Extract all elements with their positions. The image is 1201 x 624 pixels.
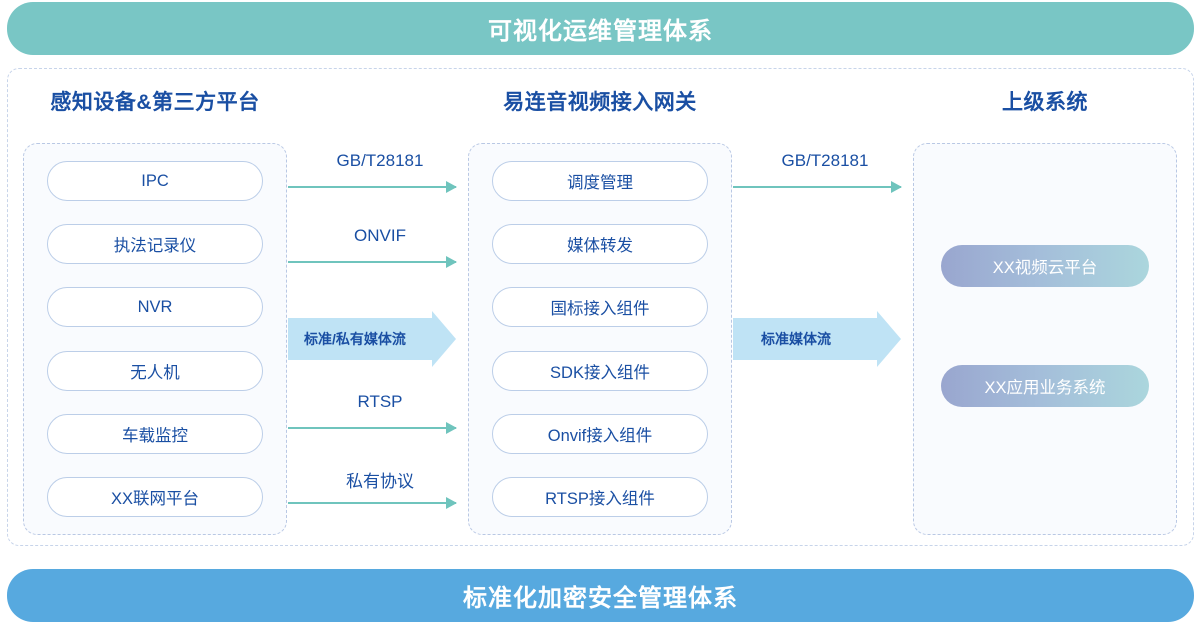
pill-list-middle: 调度管理 媒体转发 国标接入组件 SDK接入组件 Onvif接入组件 RTSP接… (468, 143, 732, 535)
column-access-gateway: 易连音视频接入网关 调度管理 媒体转发 国标接入组件 SDK接入组件 Onvif… (468, 68, 732, 546)
pill-list-left: IPC 执法记录仪 NVR 无人机 车载监控 XX联网平台 (23, 143, 287, 535)
connector-arrow-private-protocol (288, 497, 457, 509)
connector-label-onvif: ONVIF (354, 226, 406, 245)
list-item[interactable]: 媒体转发 (492, 224, 708, 265)
connector-block-arrow-media-stream-left: 标准/私有媒体流 (288, 311, 456, 367)
list-item[interactable]: XX联网平台 (47, 476, 263, 517)
column-title-left: 感知设备&第三方平台 (50, 91, 260, 114)
list-item[interactable]: 执法记录仪 (47, 224, 263, 265)
list-item[interactable]: RTSP接入组件 (492, 476, 708, 517)
list-item[interactable]: Onvif接入组件 (492, 413, 708, 454)
connector-arrow-onvif (288, 256, 457, 268)
list-item[interactable]: IPC (47, 161, 263, 201)
connector-block-label-media-stream-left: 标准/私有媒体流 (304, 331, 406, 347)
column-upper-system: 上级系统 XX视频云平台 XX应用业务系统 (913, 68, 1177, 546)
arrow-head-icon (432, 311, 456, 367)
list-item[interactable]: XX应用业务系统 (941, 365, 1149, 407)
connector-arrow-rtsp (288, 422, 457, 434)
list-item[interactable]: XX视频云平台 (941, 245, 1149, 287)
connector-label-gbt28181-right: GB/T28181 (781, 151, 869, 170)
column-sensing-devices: 感知设备&第三方平台 IPC 执法记录仪 NVR 无人机 车载监控 XX联网平台 (23, 68, 287, 546)
list-item[interactable]: 国标接入组件 (492, 287, 708, 328)
list-item[interactable]: NVR (47, 287, 263, 328)
group-box-left (23, 143, 287, 535)
group-box-right (913, 143, 1177, 535)
connector-label-gbt28181-left: GB/T28181 (336, 151, 424, 170)
connector-label-private-protocol: 私有协议 (346, 472, 414, 491)
connector-block-label-media-stream-right: 标准媒体流 (761, 331, 831, 347)
column-title-right: 上级系统 (1002, 91, 1088, 114)
pill-list-right: XX视频云平台 XX应用业务系统 (913, 143, 1177, 535)
list-item[interactable]: SDK接入组件 (492, 350, 708, 391)
connector-block-arrow-media-stream-right: 标准媒体流 (733, 311, 901, 367)
top-banner: 可视化运维管理体系 (7, 2, 1194, 55)
list-item[interactable]: 调度管理 (492, 161, 708, 201)
column-title-middle: 易连音视频接入网关 (503, 91, 697, 114)
connector-arrow-gbt28181-right (733, 181, 902, 193)
group-box-middle (468, 143, 732, 535)
list-item[interactable]: 无人机 (47, 350, 263, 391)
list-item[interactable]: 车载监控 (47, 413, 263, 454)
connector-label-rtsp: RTSP (357, 392, 403, 411)
arrow-head-icon (877, 311, 901, 367)
connector-arrow-gbt28181-left (288, 181, 457, 193)
outer-dashed-frame (7, 68, 1194, 546)
bottom-banner: 标准化加密安全管理体系 (7, 569, 1194, 622)
